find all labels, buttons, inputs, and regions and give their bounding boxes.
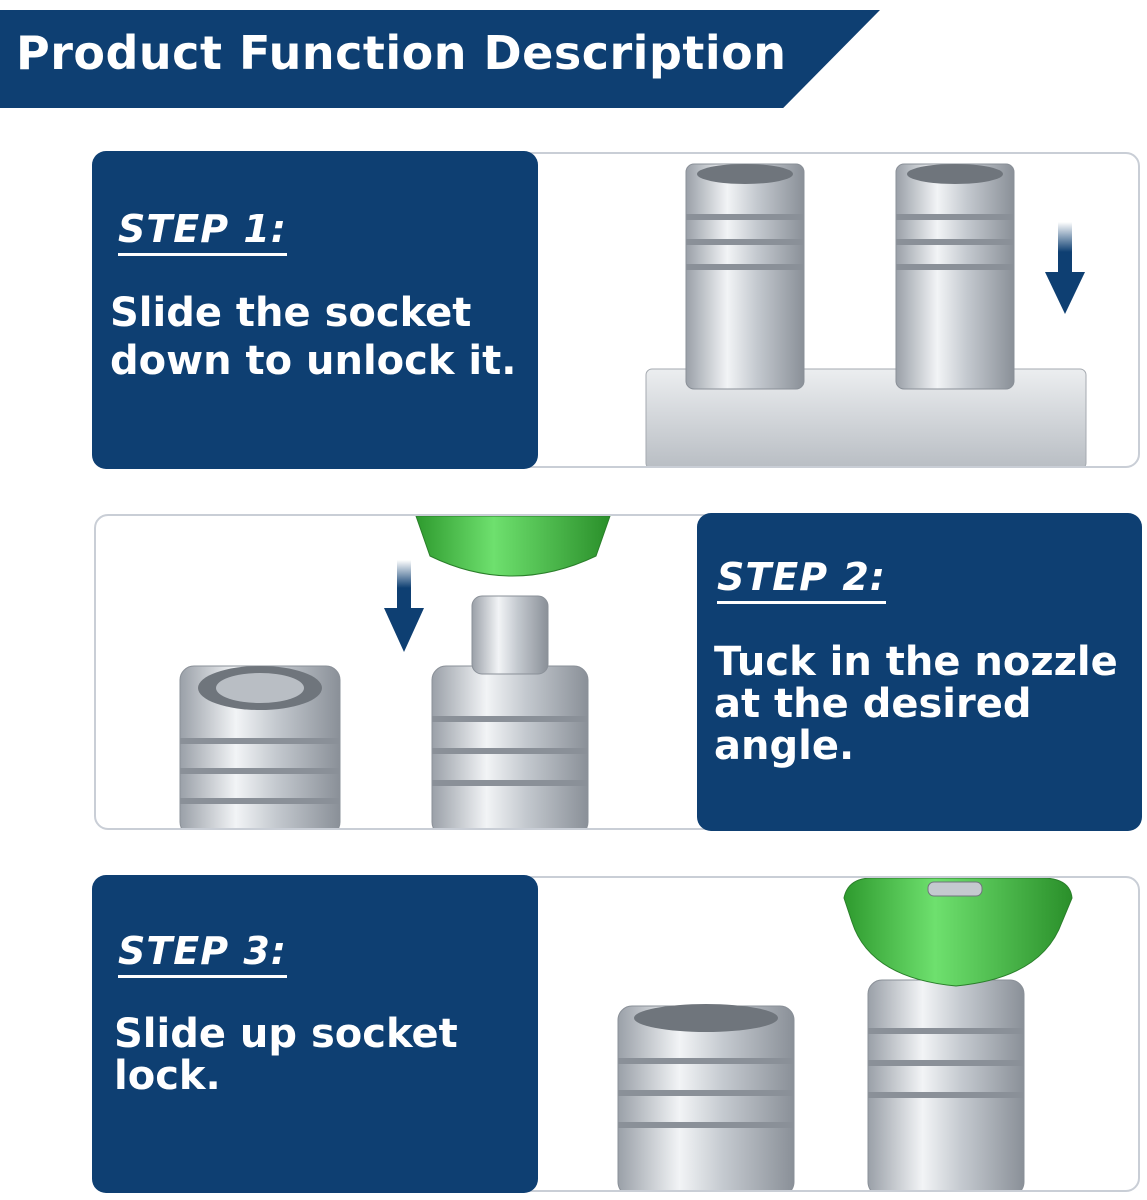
step-1-panel: STEP 1: Slide the socket down to unlock … — [92, 151, 538, 469]
step-1-title: STEP 1: — [118, 207, 287, 256]
step-3-panel: STEP 3: Slide up socket lock. — [92, 875, 538, 1193]
socket-right — [431, 665, 589, 828]
step-1-line-2: down to unlock it. — [110, 338, 517, 384]
down-arrow-icon — [384, 560, 424, 652]
step-2-panel: STEP 2: Tuck in the nozzle at the desire… — [697, 513, 1142, 831]
down-arrow-icon — [1045, 222, 1085, 314]
step-3-description: Slide up socket lock. — [114, 1013, 458, 1097]
step-2-image — [179, 516, 611, 828]
socket-right — [867, 979, 1025, 1190]
step-2-description: Tuck in the nozzle at the desired angle. — [714, 641, 1118, 767]
step-3-line-2: lock. — [114, 1053, 221, 1099]
step-1-line-1: Slide the socket — [110, 290, 472, 336]
header-banner — [0, 10, 880, 108]
page-title: Product Function Description — [16, 26, 787, 80]
socket-left — [685, 163, 805, 390]
socket-left — [617, 1004, 795, 1190]
socket-left — [179, 665, 341, 828]
step-1-description: Slide the socket down to unlock it. — [110, 289, 516, 385]
step-2-line-2: at the desired — [714, 681, 1032, 727]
manifold-base — [645, 368, 1087, 466]
step-2-line-3: angle. — [714, 723, 855, 769]
step-2-title: STEP 2: — [717, 555, 886, 604]
socket-right — [895, 163, 1015, 390]
step-2-line-1: Tuck in the nozzle — [714, 639, 1118, 685]
nozzle — [415, 516, 611, 675]
step-3-image — [617, 878, 1073, 1190]
step-1-image — [645, 163, 1087, 466]
step-3-line-1: Slide up socket — [114, 1011, 458, 1057]
nozzle — [843, 878, 1073, 987]
step-3-title: STEP 3: — [118, 929, 287, 978]
